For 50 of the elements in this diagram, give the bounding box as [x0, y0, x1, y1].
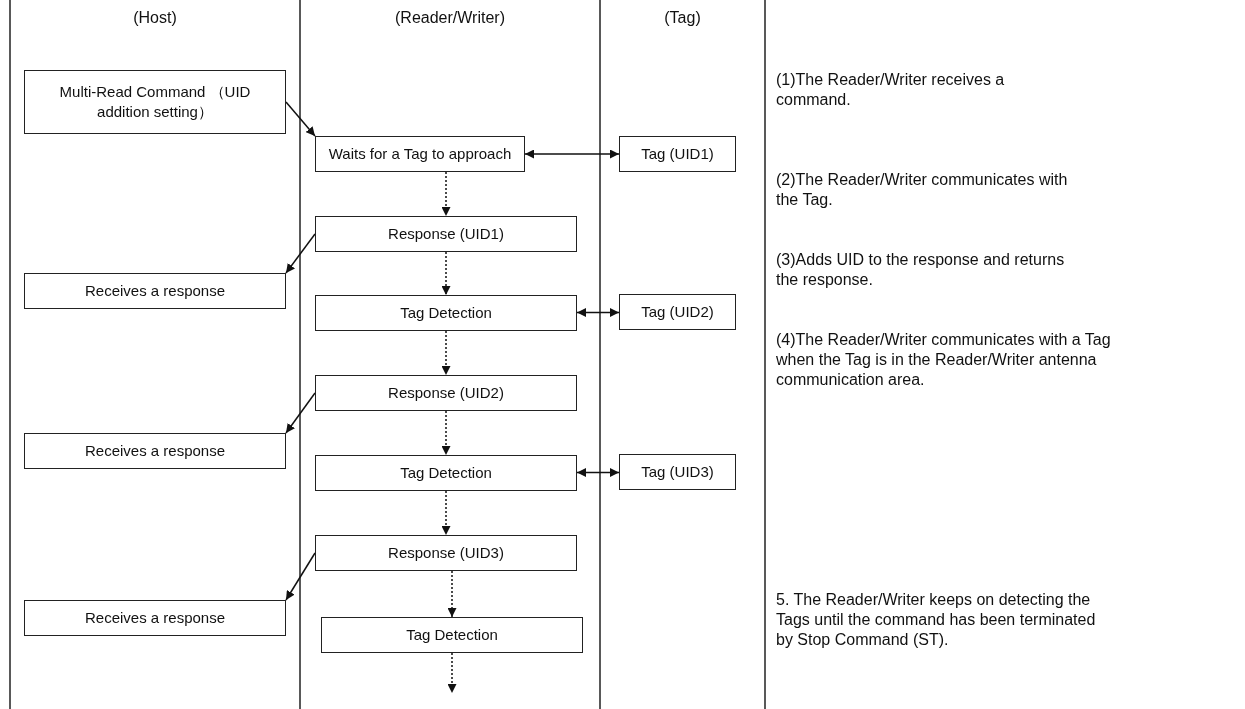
arrow	[576, 468, 620, 477]
command-box	[24, 70, 286, 134]
step-text: Tag (UID3)	[641, 461, 714, 482]
arrow	[441, 490, 451, 536]
process-box	[24, 600, 286, 636]
process-box	[24, 273, 286, 309]
arrow	[441, 171, 451, 217]
step-text: Tag Detection	[400, 302, 492, 323]
step-text: Tag (UID1)	[641, 143, 714, 164]
note-text: (2)The Reader/Writer communicates with the Tag.	[776, 170, 1069, 210]
process-box	[315, 136, 525, 172]
arrow	[441, 330, 451, 376]
arrow	[576, 308, 620, 317]
note-text: (1)The Reader/Writer receives a command.	[776, 70, 1006, 110]
tag-box	[619, 294, 736, 330]
step-text: Receives a response	[84, 607, 226, 628]
process-box	[315, 295, 577, 331]
step-text: Receives a response	[84, 280, 226, 301]
note-text: 5. The Reader/Writer keeps on detecting the Tags until the command has been terminated by Stop Command (ST).	[776, 590, 1097, 650]
step-text: Response (UID3)	[388, 542, 504, 563]
step-text: Response (UID2)	[388, 382, 504, 403]
step-text: Receives a response	[84, 440, 226, 461]
arrow	[285, 392, 316, 434]
arrow	[285, 233, 316, 274]
lane-heading: (Tag)	[663, 8, 702, 28]
process-box	[321, 617, 583, 653]
lane-heading: (Host)	[132, 8, 178, 28]
response-box	[315, 216, 577, 252]
response-box	[315, 375, 577, 411]
step-text: Response (UID1)	[388, 223, 504, 244]
step-text: Tag Detection	[406, 624, 498, 645]
arrow	[441, 251, 451, 296]
arrow	[285, 101, 316, 137]
step-text: Waits for a Tag to approach	[328, 143, 512, 164]
process-box	[24, 433, 286, 469]
step-text: Multi-Read Command （UID addition setting）	[58, 81, 252, 122]
tag-box	[619, 136, 736, 172]
step-text: Tag (UID2)	[641, 301, 714, 322]
arrow	[447, 570, 457, 618]
arrow	[441, 410, 451, 456]
lane-heading: (Reader/Writer)	[394, 8, 506, 28]
tag-box	[619, 454, 736, 490]
arrow	[285, 552, 316, 601]
process-box	[315, 455, 577, 491]
response-box	[315, 535, 577, 571]
note-text: (3)Adds UID to the response and returns the response.	[776, 250, 1066, 290]
arrow	[447, 652, 457, 694]
arrow	[524, 149, 620, 159]
note-text: (4)The Reader/Writer communicates with a Tag when the Tag is in the Reader/Writer antenna communication area.	[776, 330, 1112, 390]
step-text: Tag Detection	[400, 462, 492, 483]
